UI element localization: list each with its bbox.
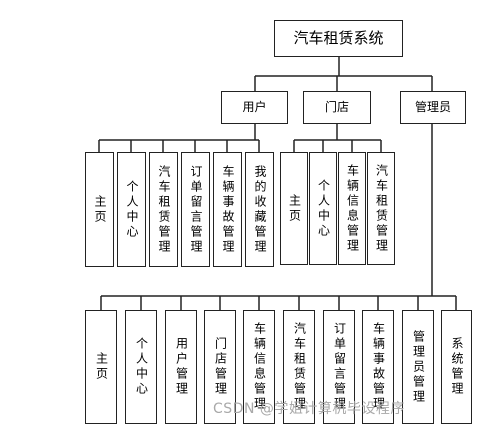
store-leaf-personal-center: 个人中心	[309, 152, 337, 265]
user-leaf-personal-center: 个人中心	[117, 152, 146, 267]
user-leaf-car-rental: 汽车租赁管理	[149, 152, 178, 267]
admin-leaf-vehicle-info: 车辆信息管理	[243, 310, 275, 424]
role-node-user: 用户	[221, 91, 288, 124]
root-node: 汽车租赁系统	[274, 20, 403, 57]
role-node-store: 门店	[303, 91, 371, 124]
store-leaf-vehicle-info: 车辆信息管理	[338, 152, 366, 265]
admin-leaf-car-rental: 汽车租赁管理	[283, 310, 315, 424]
admin-leaf-home: 主页	[85, 310, 117, 424]
store-leaf-home: 主页	[280, 152, 308, 265]
admin-leaf-store-management: 门店管理	[204, 310, 236, 424]
admin-leaf-personal-center: 个人中心	[125, 310, 157, 424]
store-leaf-car-rental: 汽车租赁管理	[367, 152, 395, 265]
user-leaf-favorites: 我的收藏管理	[245, 152, 274, 267]
admin-leaf-user-management: 用户管理	[165, 310, 197, 424]
admin-leaf-admin-management: 管理员管理	[402, 310, 434, 424]
user-leaf-home: 主页	[85, 152, 114, 267]
role-node-admin: 管理员	[400, 91, 466, 124]
user-leaf-vehicle-accident: 车辆事故管理	[213, 152, 242, 267]
user-leaf-order-message: 订单留言管理	[181, 152, 210, 267]
admin-leaf-system-management: 系统管理	[441, 310, 472, 424]
admin-leaf-order-message: 订单留言管理	[323, 310, 355, 424]
watermark-text: CSDN @学姐计算机毕设程序	[213, 401, 405, 417]
admin-leaf-vehicle-accident: 车辆事故管理	[362, 310, 394, 424]
